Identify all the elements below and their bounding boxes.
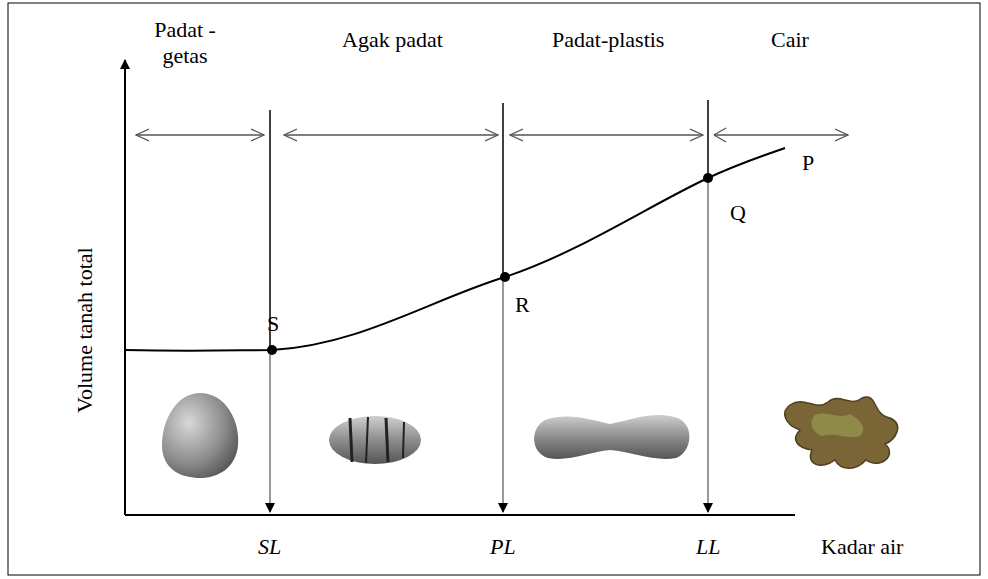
limit-line — [502, 277, 504, 512]
limit-line — [707, 100, 709, 178]
limit-line — [269, 350, 271, 512]
frame — [8, 3, 980, 575]
point-label: S — [267, 311, 279, 337]
limit-line — [502, 103, 504, 277]
state-heading: Cair — [771, 27, 809, 53]
point-label: Q — [730, 200, 746, 226]
point-dot — [267, 345, 277, 355]
plastic-soil — [534, 415, 689, 459]
axis-title: Kadar air — [821, 534, 903, 560]
liquid-soil — [811, 414, 863, 438]
state-heading: Agak padat — [342, 27, 443, 53]
point-label: R — [515, 292, 530, 318]
range-arrow — [510, 134, 703, 135]
state-heading: Padat - getas — [139, 17, 231, 70]
range-arrow — [714, 128, 726, 135]
limit-label: SL — [258, 534, 281, 560]
crumbly-soil — [329, 416, 421, 464]
limit-label: PL — [490, 534, 516, 560]
y-axis — [124, 60, 126, 515]
brittle-soil — [162, 393, 238, 478]
x-axis — [125, 514, 795, 516]
limit-line — [707, 178, 709, 512]
axis-title: Volume tanah total — [72, 247, 98, 413]
limit-label: LL — [696, 534, 720, 560]
point-dot — [500, 272, 510, 282]
range-arrow — [284, 134, 498, 135]
liquid-soil — [785, 397, 898, 468]
range-arrow — [714, 134, 848, 135]
range-arrow — [136, 134, 264, 135]
point-label: P — [802, 150, 814, 176]
state-heading: Padat-plastis — [552, 27, 664, 53]
point-dot — [703, 173, 713, 183]
range-arrow — [714, 135, 726, 142]
volume-curve — [125, 148, 785, 351]
